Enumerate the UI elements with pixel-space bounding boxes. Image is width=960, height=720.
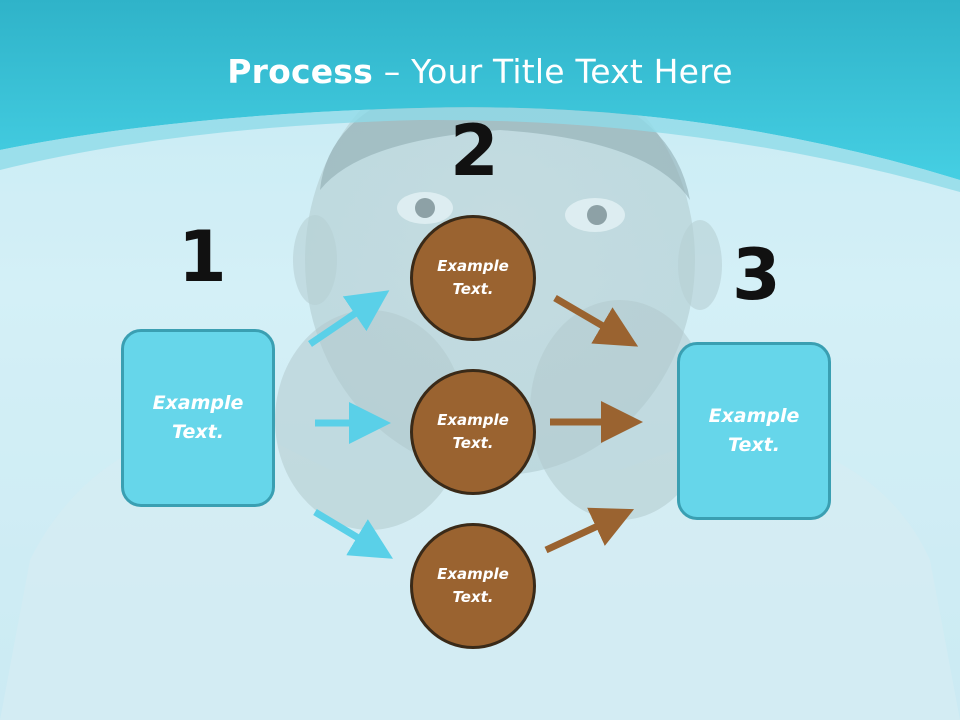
right-box: Example Text. bbox=[677, 342, 831, 520]
circle-top-label: Example Text. bbox=[437, 257, 509, 298]
arrow-out-bottom-icon bbox=[544, 507, 635, 554]
title-separator: – bbox=[373, 52, 412, 91]
step-number-2: 2 bbox=[450, 110, 499, 192]
arrow-out-top-icon bbox=[553, 294, 639, 347]
circle-middle-label: Example Text. bbox=[437, 411, 509, 452]
title-bold: Process bbox=[227, 52, 373, 91]
circle-middle: Example Text. bbox=[410, 369, 536, 495]
right-box-label: Example Text. bbox=[708, 405, 800, 456]
left-box: Example Text. bbox=[121, 329, 275, 507]
left-box-label: Example Text. bbox=[152, 392, 244, 443]
arrow-in-bottom-icon bbox=[313, 508, 394, 559]
step-number-1: 1 bbox=[178, 216, 227, 298]
circle-bottom: Example Text. bbox=[410, 523, 536, 649]
step-number-3: 3 bbox=[732, 234, 781, 316]
title-rest: Your Title Text Here bbox=[411, 52, 733, 91]
circle-bottom-label: Example Text. bbox=[437, 565, 509, 606]
circle-top: Example Text. bbox=[410, 215, 536, 341]
arrow-in-top-icon bbox=[308, 290, 390, 347]
page-title: Process – Your Title Text Here bbox=[0, 52, 960, 91]
